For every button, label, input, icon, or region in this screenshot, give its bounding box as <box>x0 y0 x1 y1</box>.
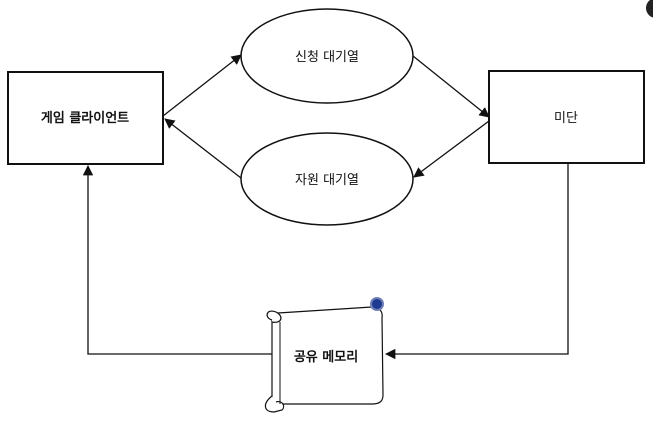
arrow-request-to-midan <box>412 55 490 118</box>
shared-memory-label: 공유 메모리 <box>294 349 358 365</box>
arrow-midan-to-memory <box>384 163 569 360</box>
request-queue-node: 신청 대기열 <box>240 8 414 104</box>
request-queue-label: 신청 대기열 <box>295 50 359 65</box>
scroll-left-curl <box>266 310 282 323</box>
game-client-label: 게임 클라이언트 <box>41 110 129 126</box>
game-client-node: 게임 클라이언트 <box>7 71 164 165</box>
arrow-client-to-request <box>162 54 242 117</box>
shared-memory-node: 공유 메모리 <box>264 297 384 413</box>
arrow-memory-to-client <box>82 164 272 355</box>
resource-queue-node: 자원 대기열 <box>240 132 414 226</box>
arrow-midan-to-resource <box>413 120 490 178</box>
scroll-bottom-curl <box>264 395 285 413</box>
midan-node: 미단 <box>488 70 645 164</box>
corner-dot <box>646 0 653 18</box>
midan-label: 미단 <box>554 111 578 126</box>
resource-queue-label: 자원 대기열 <box>295 173 359 188</box>
arrow-resource-to-client <box>164 118 242 179</box>
scroll-knob-icon <box>370 297 384 311</box>
